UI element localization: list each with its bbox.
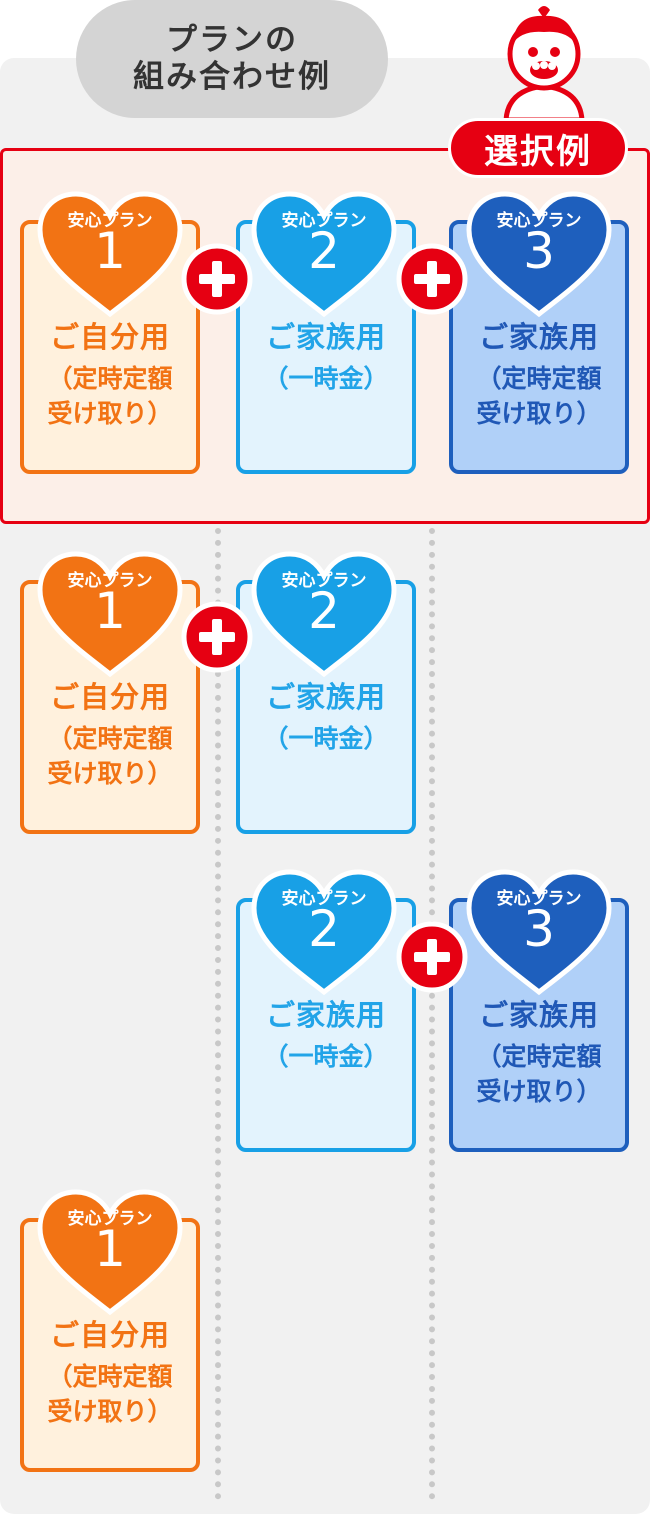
page-title: プランの 組み合わせ例 — [76, 0, 388, 118]
plan-note-line-2: 受け取り） — [476, 398, 602, 428]
example-tag: 選択例 — [448, 118, 628, 178]
heart-number: 3 — [523, 900, 555, 958]
plan-note-line-2: 受け取り） — [47, 398, 173, 428]
heart-icon: 安心プラン 2 — [248, 190, 400, 320]
mascot-icon — [503, 6, 585, 123]
heart-number: 1 — [94, 1220, 126, 1278]
heart-icon: 安心プラン 1 — [34, 190, 186, 320]
heart-icon: 安心プラン 1 — [34, 550, 186, 680]
heart-label: 安心プラン — [281, 571, 367, 591]
plan-note: （定時定額 受け取り） — [453, 362, 625, 431]
heart-label: 安心プラン — [496, 211, 582, 231]
title-line-1: プランの — [166, 22, 298, 59]
heart-number: 1 — [94, 582, 126, 640]
plan-name: ご家族用 — [265, 998, 387, 1032]
heart-label: 安心プラン — [281, 211, 367, 231]
heart-number: 2 — [308, 222, 340, 280]
plan-note-line-1: （一時金） — [263, 1042, 389, 1071]
column-divider-2 — [429, 528, 435, 1500]
plan-name: ご家族用 — [478, 320, 600, 354]
plus-icon — [181, 243, 253, 315]
title-line-2: 組み合わせ例 — [133, 59, 331, 95]
plan-note-line-2: 受け取り） — [476, 1076, 602, 1106]
plan-note: （一時金） — [240, 1040, 412, 1075]
plan-note: （一時金） — [240, 362, 412, 397]
heart-icon: 安心プラン 3 — [463, 868, 615, 998]
plan-note-line-1: （一時金） — [263, 724, 389, 753]
heart-number: 2 — [308, 582, 340, 640]
plan-note-line-1: （定時定額 — [476, 1042, 602, 1071]
heart-icon: 安心プラン 3 — [463, 190, 615, 320]
plan-note-line-1: （定時定額 — [47, 1362, 173, 1391]
plan-note: （定時定額 受け取り） — [24, 1360, 196, 1429]
heart-label: 安心プラン — [67, 1209, 153, 1229]
plan-name: ご自分用 — [49, 320, 171, 354]
plan-note-line-2: 受け取り） — [47, 758, 173, 788]
plus-icon — [396, 243, 468, 315]
heart-number: 1 — [94, 222, 126, 280]
column-divider-1 — [215, 528, 221, 1500]
plan-name: ご家族用 — [265, 680, 387, 714]
heart-label: 安心プラン — [67, 571, 153, 591]
heart-icon: 安心プラン 2 — [248, 868, 400, 998]
plan-note: （一時金） — [240, 722, 412, 757]
heart-label: 安心プラン — [67, 211, 153, 231]
plus-icon — [181, 601, 253, 673]
plus-icon — [396, 921, 468, 993]
plan-note-line-1: （定時定額 — [476, 364, 602, 393]
plan-name: ご家族用 — [265, 320, 387, 354]
plan-note-line-1: （定時定額 — [47, 364, 173, 393]
heart-icon: 安心プラン 2 — [248, 550, 400, 680]
plan-note-line-2: 受け取り） — [47, 1396, 173, 1426]
heart-label: 安心プラン — [496, 889, 582, 909]
plan-name: ご自分用 — [49, 680, 171, 714]
plan-note: （定時定額 受け取り） — [24, 362, 196, 431]
plan-name: ご自分用 — [49, 1318, 171, 1352]
plan-note-line-1: （一時金） — [263, 364, 389, 393]
heart-number: 3 — [523, 222, 555, 280]
plan-name: ご家族用 — [478, 998, 600, 1032]
heart-label: 安心プラン — [281, 889, 367, 909]
heart-number: 2 — [308, 900, 340, 958]
plan-note: （定時定額 受け取り） — [24, 722, 196, 791]
plan-note-line-1: （定時定額 — [47, 724, 173, 753]
heart-icon: 安心プラン 1 — [34, 1188, 186, 1318]
plan-note: （定時定額 受け取り） — [453, 1040, 625, 1109]
